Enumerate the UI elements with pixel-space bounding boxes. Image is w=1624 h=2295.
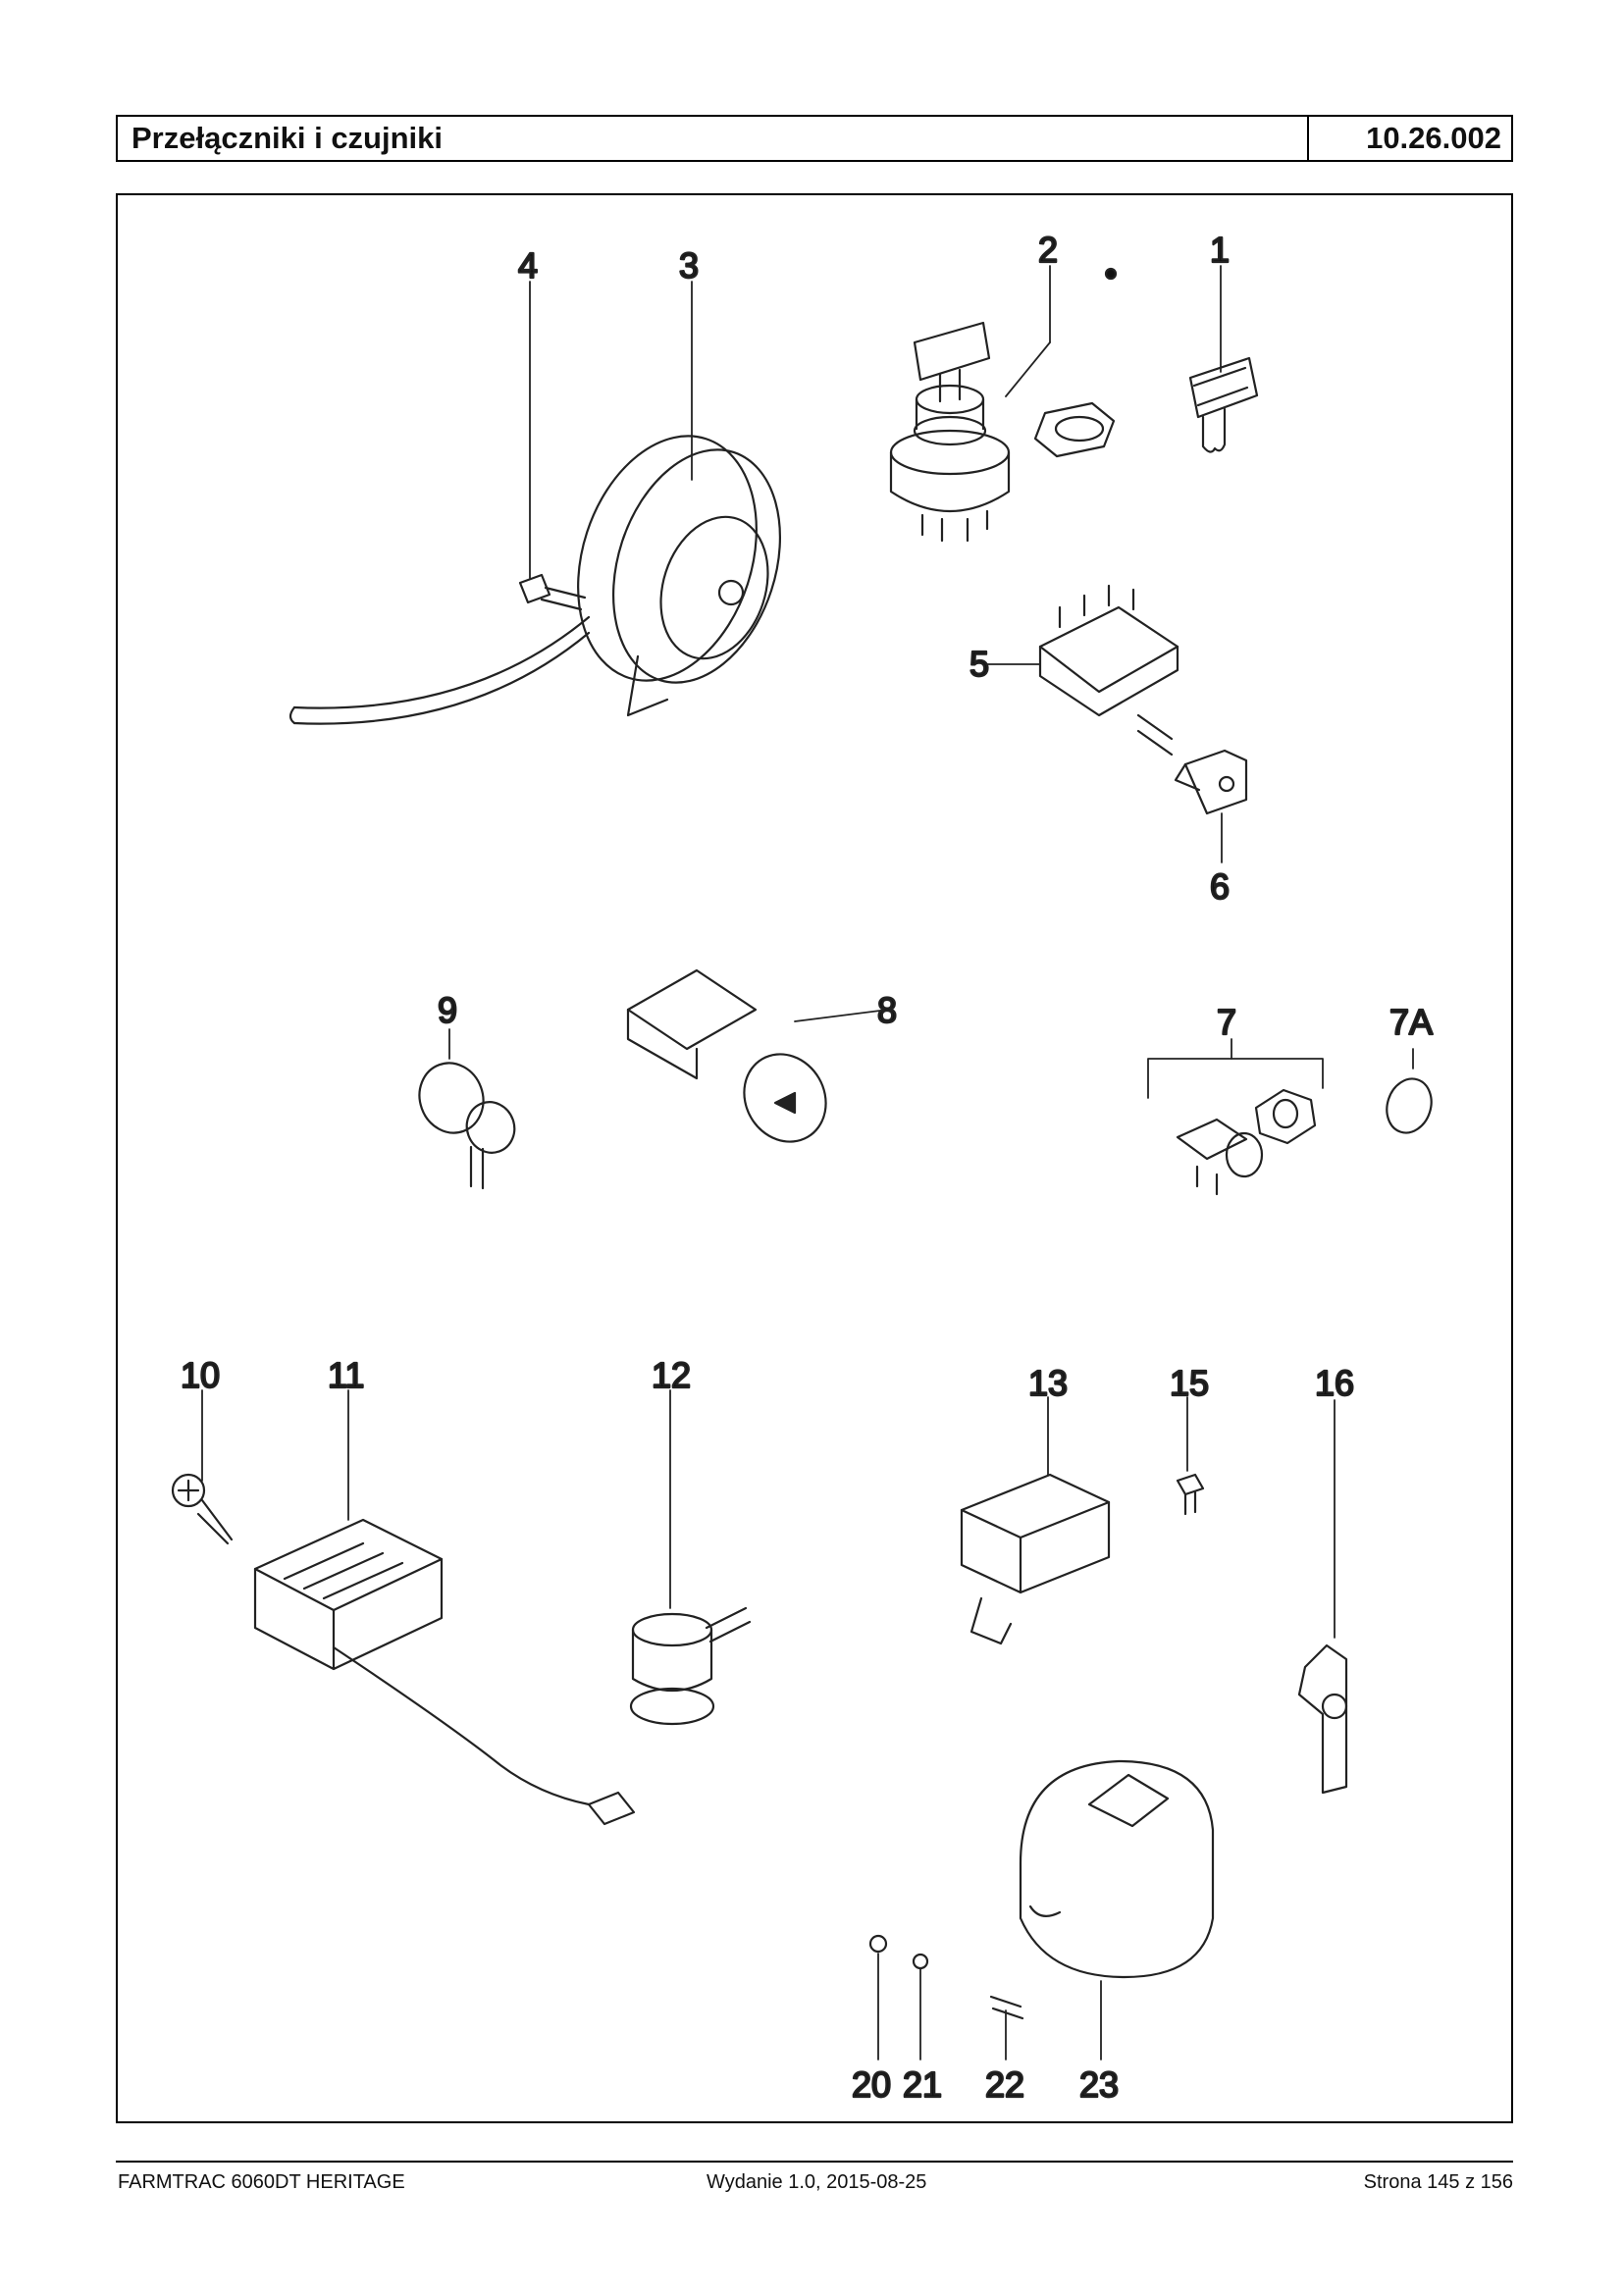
- bolt-part: [518, 281, 587, 611]
- horn-part: [288, 281, 782, 725]
- callout-4: 4: [518, 245, 538, 286]
- callout-16: 16: [1315, 1363, 1354, 1403]
- screw-part: [171, 1389, 234, 1545]
- callout-22: 22: [985, 2064, 1024, 2105]
- rotary-switch-part: [982, 584, 1179, 756]
- callout-15: 15: [1170, 1363, 1209, 1403]
- relay-part: [960, 1396, 1111, 1645]
- pressure-switch-part: [629, 1389, 752, 1726]
- page-title: Przełączniki i czujniki: [118, 117, 1309, 160]
- callout-2: 2: [1038, 230, 1058, 270]
- mirror-assembly-part: [868, 1759, 1215, 2060]
- footer-edition: Wydanie 1.0, 2015-08-25: [707, 2171, 927, 2193]
- callout-10: 10: [181, 1355, 220, 1395]
- section-code: 10.26.002: [1366, 121, 1501, 155]
- parts-drawing: 1 2 3: [171, 229, 1434, 2106]
- page-header: Przełączniki i czujniki 10.26.002: [116, 115, 1513, 162]
- fuse-box-part: [253, 1389, 636, 1826]
- push-button-part: [1147, 1038, 1433, 1196]
- callout-13: 13: [1028, 1363, 1068, 1403]
- footer-model: FARMTRAC 6060DT HERITAGE: [118, 2171, 405, 2193]
- callout-9: 9: [438, 990, 457, 1030]
- callout-23: 23: [1079, 2064, 1119, 2105]
- callout-12: 12: [652, 1355, 691, 1395]
- callout-20: 20: [852, 2064, 891, 2105]
- key-part: [1188, 265, 1259, 453]
- footer-page-number: Strona 145 z 156: [1363, 2171, 1513, 2193]
- knob-part: [1174, 749, 1248, 863]
- callout-1: 1: [1210, 230, 1230, 270]
- callout-3: 3: [679, 245, 699, 286]
- small-bolt-part: [1176, 1396, 1205, 1516]
- callout-7: 7: [1217, 1002, 1236, 1042]
- parts-diagram: 1 2 3: [116, 193, 1513, 2123]
- indicator-lamp-part: [626, 968, 889, 1143]
- footer-divider: [116, 2161, 1513, 2163]
- bracket-part: [1297, 1399, 1348, 1795]
- callout-21: 21: [903, 2064, 942, 2105]
- ignition-switch-part: [889, 265, 1118, 543]
- socket-part: [418, 1028, 516, 1190]
- callout-5: 5: [969, 644, 989, 684]
- callout-8: 8: [877, 990, 897, 1030]
- callout-7a: 7A: [1389, 1002, 1433, 1042]
- callout-6: 6: [1210, 866, 1230, 907]
- callout-11: 11: [328, 1355, 364, 1395]
